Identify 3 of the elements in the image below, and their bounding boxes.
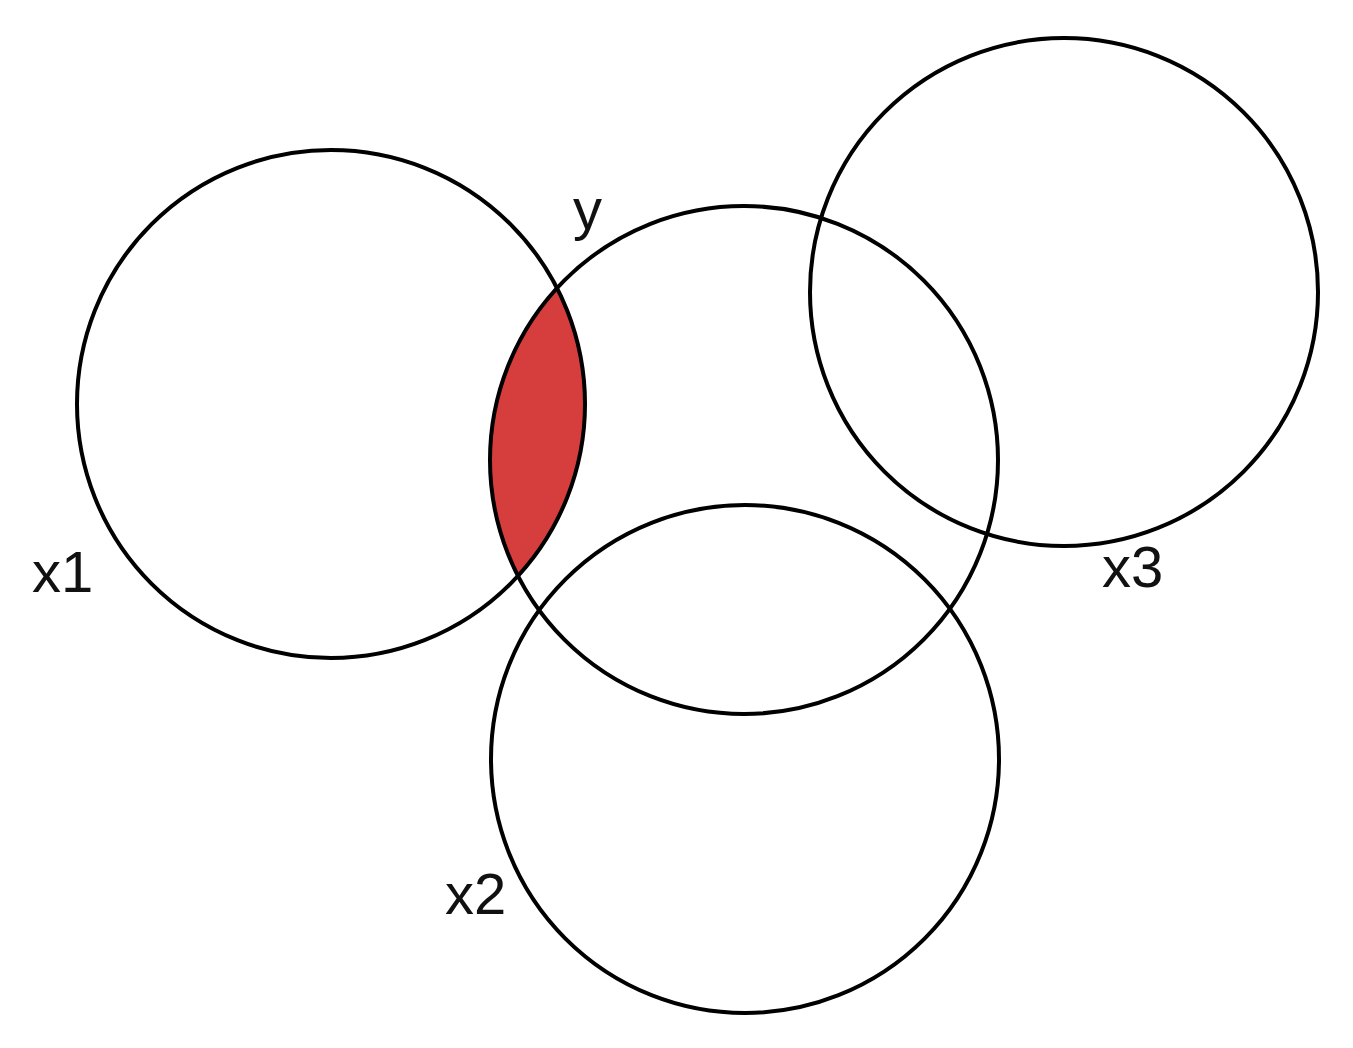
set-label: x2 — [445, 865, 507, 923]
set-label: x3 — [1102, 538, 1164, 596]
set-label: x1 — [32, 543, 94, 601]
